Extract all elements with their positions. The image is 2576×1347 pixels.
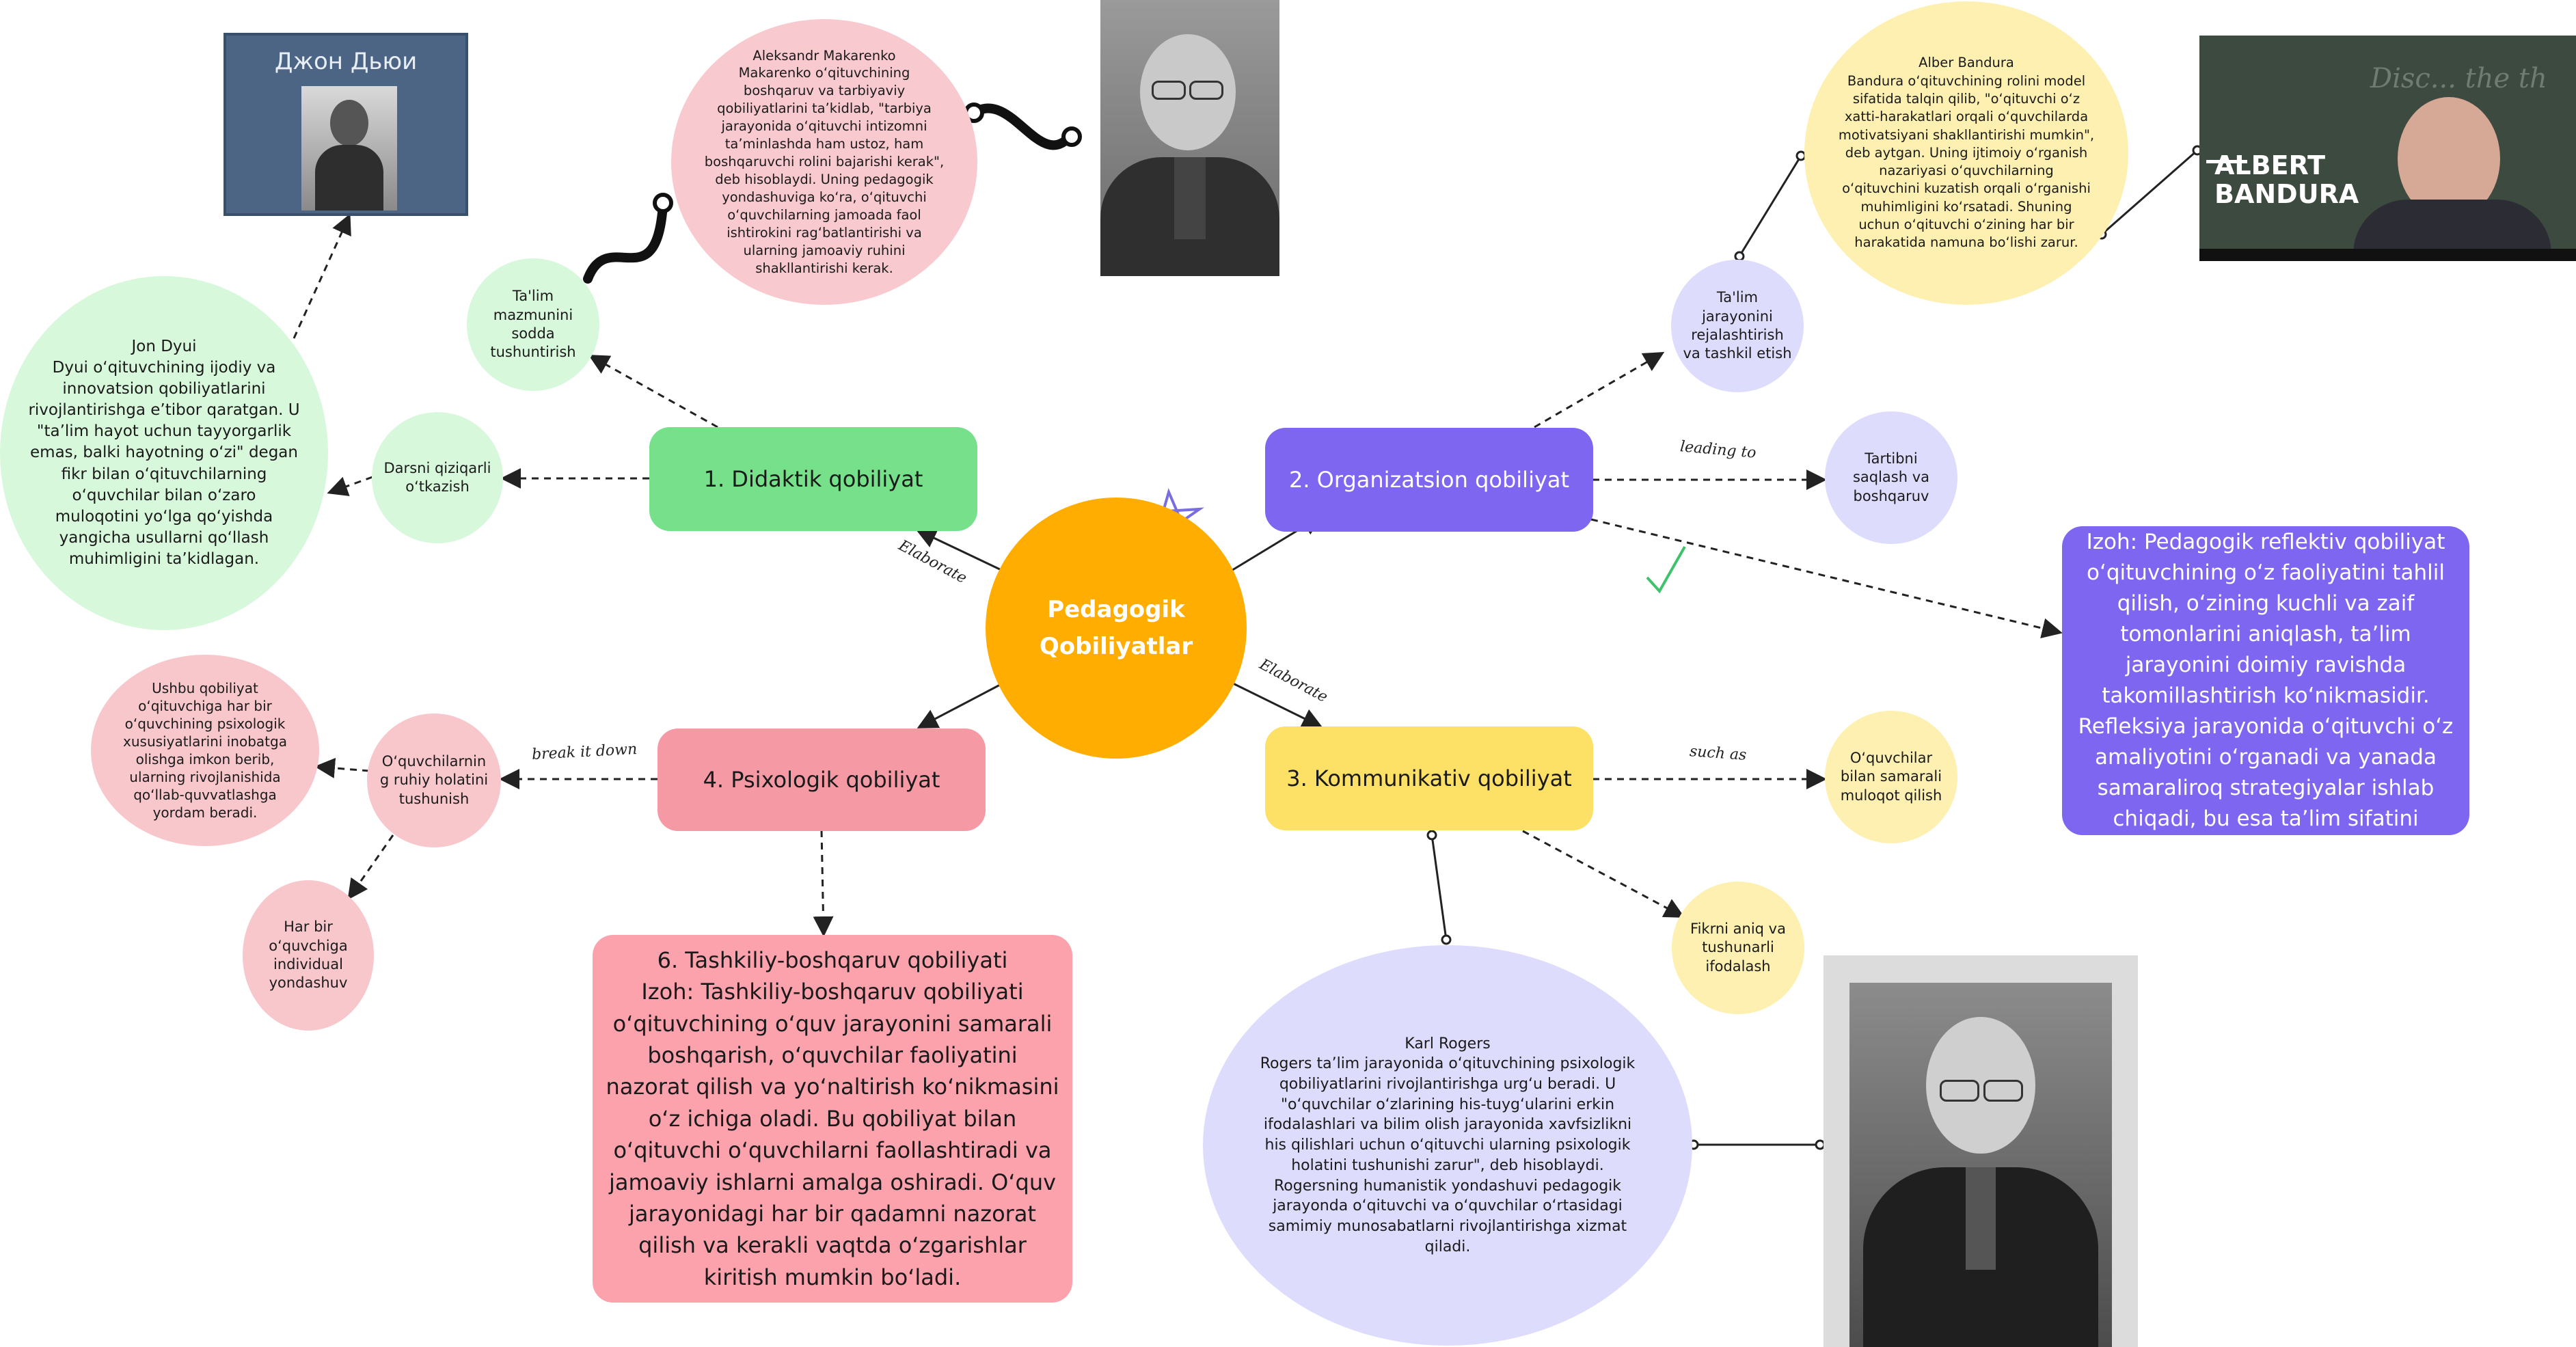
- node-reflektiv[interactable]: 5. Pedagogik reflektiv qobiliyat Izoh: P…: [2062, 499, 2469, 862]
- quote-dewey: Jon Dyui Dyui o‘qituvchining ijodiy va i…: [0, 276, 328, 630]
- node-organizatsion[interactable]: 2. Organizatsion qobiliyat: [1265, 428, 1593, 532]
- quote-rogers: Karl Rogers Rogers ta’lim jarayonida o‘q…: [1203, 945, 1692, 1346]
- center-node[interactable]: Pedagogik Qobiliyatlar: [986, 498, 1247, 759]
- quote-makarenko: Aleksandr Makarenko Makarenko o‘qituvchi…: [671, 19, 977, 305]
- subnode-darsni[interactable]: Darsni qiziqarli o‘tkazish: [372, 412, 503, 543]
- dewey-portrait: [301, 86, 397, 210]
- node-kommunikativ[interactable]: 3. Kommunikativ qobiliyat: [1265, 726, 1593, 830]
- subnode-tartibni[interactable]: Tartibni saqlash va boshqaruv: [1825, 411, 1957, 544]
- bandura-board-text: Disc... the th: [2370, 63, 2547, 94]
- subnode-oquvchilar-bilan[interactable]: O‘quvchilar bilan samarali muloqot qilis…: [1825, 711, 1957, 843]
- subnode-ruhiy[interactable]: O‘quvchilarnin g ruhiy holatini tushunis…: [367, 713, 501, 847]
- photo-makarenko: [1100, 0, 1279, 276]
- photo-rogers: [1823, 955, 2138, 1347]
- node-tashkiliy[interactable]: 6. Tashkiliy-boshqaruv qobiliyati Izoh: …: [593, 935, 1072, 1303]
- subnode-har-bir[interactable]: Har bir o‘quvchiga individual yondashuv: [243, 880, 374, 1031]
- photo-dewey: Джон Дьюи: [223, 33, 468, 216]
- subnode-talim-jarayoni[interactable]: Ta'lim jarayonini rejalashtirish va tash…: [1671, 260, 1804, 392]
- photo-bandura-caption: ALBERT BANDURA: [2214, 150, 2359, 209]
- node-psixologik[interactable]: 4. Psixologik qobiliyat: [657, 729, 986, 831]
- node-didaktik[interactable]: 1. Didaktik qobiliyat: [649, 427, 977, 531]
- subnode-ushbu[interactable]: Ushbu qobiliyat o‘qituvchiga har bir o‘q…: [91, 655, 319, 846]
- subnode-talim-mazmuni[interactable]: Ta'lim mazmunini sodda tushuntirish: [467, 258, 599, 391]
- subnode-fikrni[interactable]: Fikrni aniq va tushunarli ifodalash: [1672, 882, 1804, 1014]
- photo-dewey-caption: Джон Дьюи: [274, 48, 418, 75]
- quote-bandura: Alber Bandura Bandura o‘qituvchining rol…: [1804, 1, 2128, 305]
- photo-bandura: Disc... the th ALBERT BANDURA: [2199, 36, 2576, 261]
